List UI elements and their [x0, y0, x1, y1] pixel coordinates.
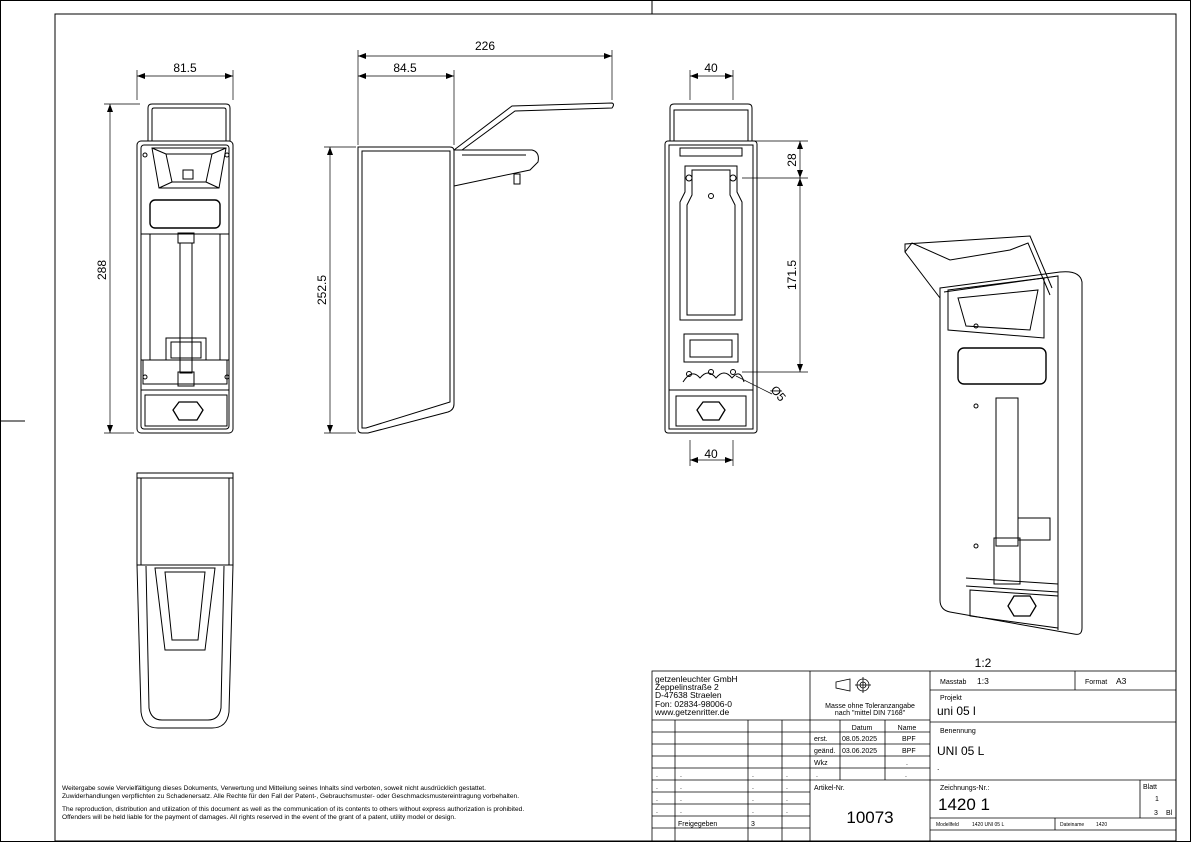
row-changed-name: BPF [902, 748, 916, 755]
title-block-grid [651, 670, 1177, 842]
sheet-value: 1 [1155, 796, 1159, 803]
front-view [136, 103, 234, 434]
dim-front-width: 81.5 [173, 61, 197, 75]
svg-text:.: . [816, 772, 818, 779]
row-created-date: 08.05.2025 [842, 736, 877, 743]
svg-text:.: . [656, 784, 658, 791]
tolerance-symbol [835, 677, 871, 693]
company-line-4: Fon: 02834-98006-0 [655, 699, 732, 709]
svg-text:.: . [680, 772, 682, 779]
svg-text:.: . [680, 796, 682, 803]
note-de-1: Weitergabe sowie Vervielfältigung dieses… [62, 785, 486, 792]
svg-text:.: . [786, 796, 788, 803]
dim-back-hole-spacing: 171.5 [785, 260, 799, 290]
article-label: Artikel-Nr. [814, 785, 845, 792]
dim-front-height: 288 [95, 260, 109, 280]
tolerance-line-1: Masse ohne Toleranzangabe [825, 703, 915, 710]
row-tool-label: Wkz [814, 760, 828, 767]
company-line-5: www.getzenritter.de [654, 707, 729, 717]
svg-text:.: . [786, 808, 788, 815]
name-header: Name [898, 725, 917, 732]
date-header: Datum [852, 725, 873, 732]
designation-extra: . [937, 762, 939, 772]
svg-text:.: . [786, 772, 788, 779]
scale-value: 1:3 [977, 676, 989, 686]
svg-text:.: . [752, 772, 754, 779]
iso-scale-label: 1:2 [975, 656, 992, 670]
dim-back-top-width: 40 [704, 61, 718, 75]
dim-back-top-offset: 28 [785, 153, 799, 167]
row-tool-name: . [906, 760, 908, 767]
row-changed-label: geänd. [814, 748, 835, 755]
dim-side-depth: 84.5 [393, 61, 417, 75]
front-dimensions [104, 70, 234, 434]
svg-text:.: . [656, 772, 658, 779]
side-view [357, 102, 614, 434]
svg-text:.: . [752, 808, 754, 815]
note-de-2: Zuwiderhandlungen verpflichten zu Schade… [62, 793, 519, 800]
project-value: uni 05 l [937, 704, 976, 718]
back-view [664, 103, 758, 434]
sheet-total: 3 [1154, 810, 1158, 817]
model-label: Modellfeld [936, 822, 959, 828]
drawing-label: Zeichnungs-Nr.: [940, 785, 989, 792]
svg-text:.: . [656, 796, 658, 803]
svg-text:.: . [656, 808, 658, 815]
dim-side-height: 252.5 [315, 275, 329, 305]
svg-text:.: . [752, 784, 754, 791]
file-value: 1420 [1096, 822, 1107, 828]
svg-text:.: . [680, 784, 682, 791]
company-line-1: getzenleuchter GmbH [655, 674, 738, 684]
company-line-2: Zeppelinstraße 2 [655, 682, 719, 692]
article-value: 10073 [846, 808, 893, 827]
row-created-name: BPF [902, 736, 916, 743]
note-en-1: The reproduction, distribution and utili… [62, 806, 524, 813]
designation-value: UNI 05 L [937, 744, 985, 758]
row-changed-date: 03.06.2025 [842, 748, 877, 755]
note-en-2: Offenders will be held liable for the pa… [62, 814, 456, 821]
dim-back-hole-diameter: Ø5 [768, 383, 789, 405]
scale-label: Masstab [940, 679, 967, 686]
svg-text:.: . [905, 772, 907, 779]
file-label: Dateiname [1060, 822, 1084, 828]
sheet-suffix: Bl [1166, 810, 1173, 817]
revision-dots: ...... .... .... .... [656, 772, 907, 815]
format-value: A3 [1116, 676, 1127, 686]
format-label: Format [1085, 679, 1107, 686]
back-dimensions [689, 70, 808, 466]
row-created-label: erst. [814, 736, 828, 743]
svg-text:.: . [752, 796, 754, 803]
iso-view [904, 235, 1083, 635]
side-dimensions [324, 50, 613, 434]
top-view [136, 472, 234, 729]
company-line-3: D-47638 Straelen [655, 690, 722, 700]
release-label: Freigegeben [678, 821, 717, 828]
dim-side-total: 226 [475, 39, 495, 53]
tolerance-line-2: nach "mittel DIN 7168" [835, 710, 906, 717]
release-value: 3 [751, 821, 755, 828]
model-value: 1420 UNI 05 L [972, 822, 1004, 828]
sheet-label: Blatt [1143, 784, 1157, 791]
dim-back-bottom-width: 40 [704, 447, 718, 461]
svg-text:.: . [680, 808, 682, 815]
designation-label: Benennung [940, 728, 976, 735]
svg-text:.: . [786, 784, 788, 791]
drawing-value: 1420 1 [938, 795, 990, 814]
project-label: Projekt [940, 695, 962, 702]
